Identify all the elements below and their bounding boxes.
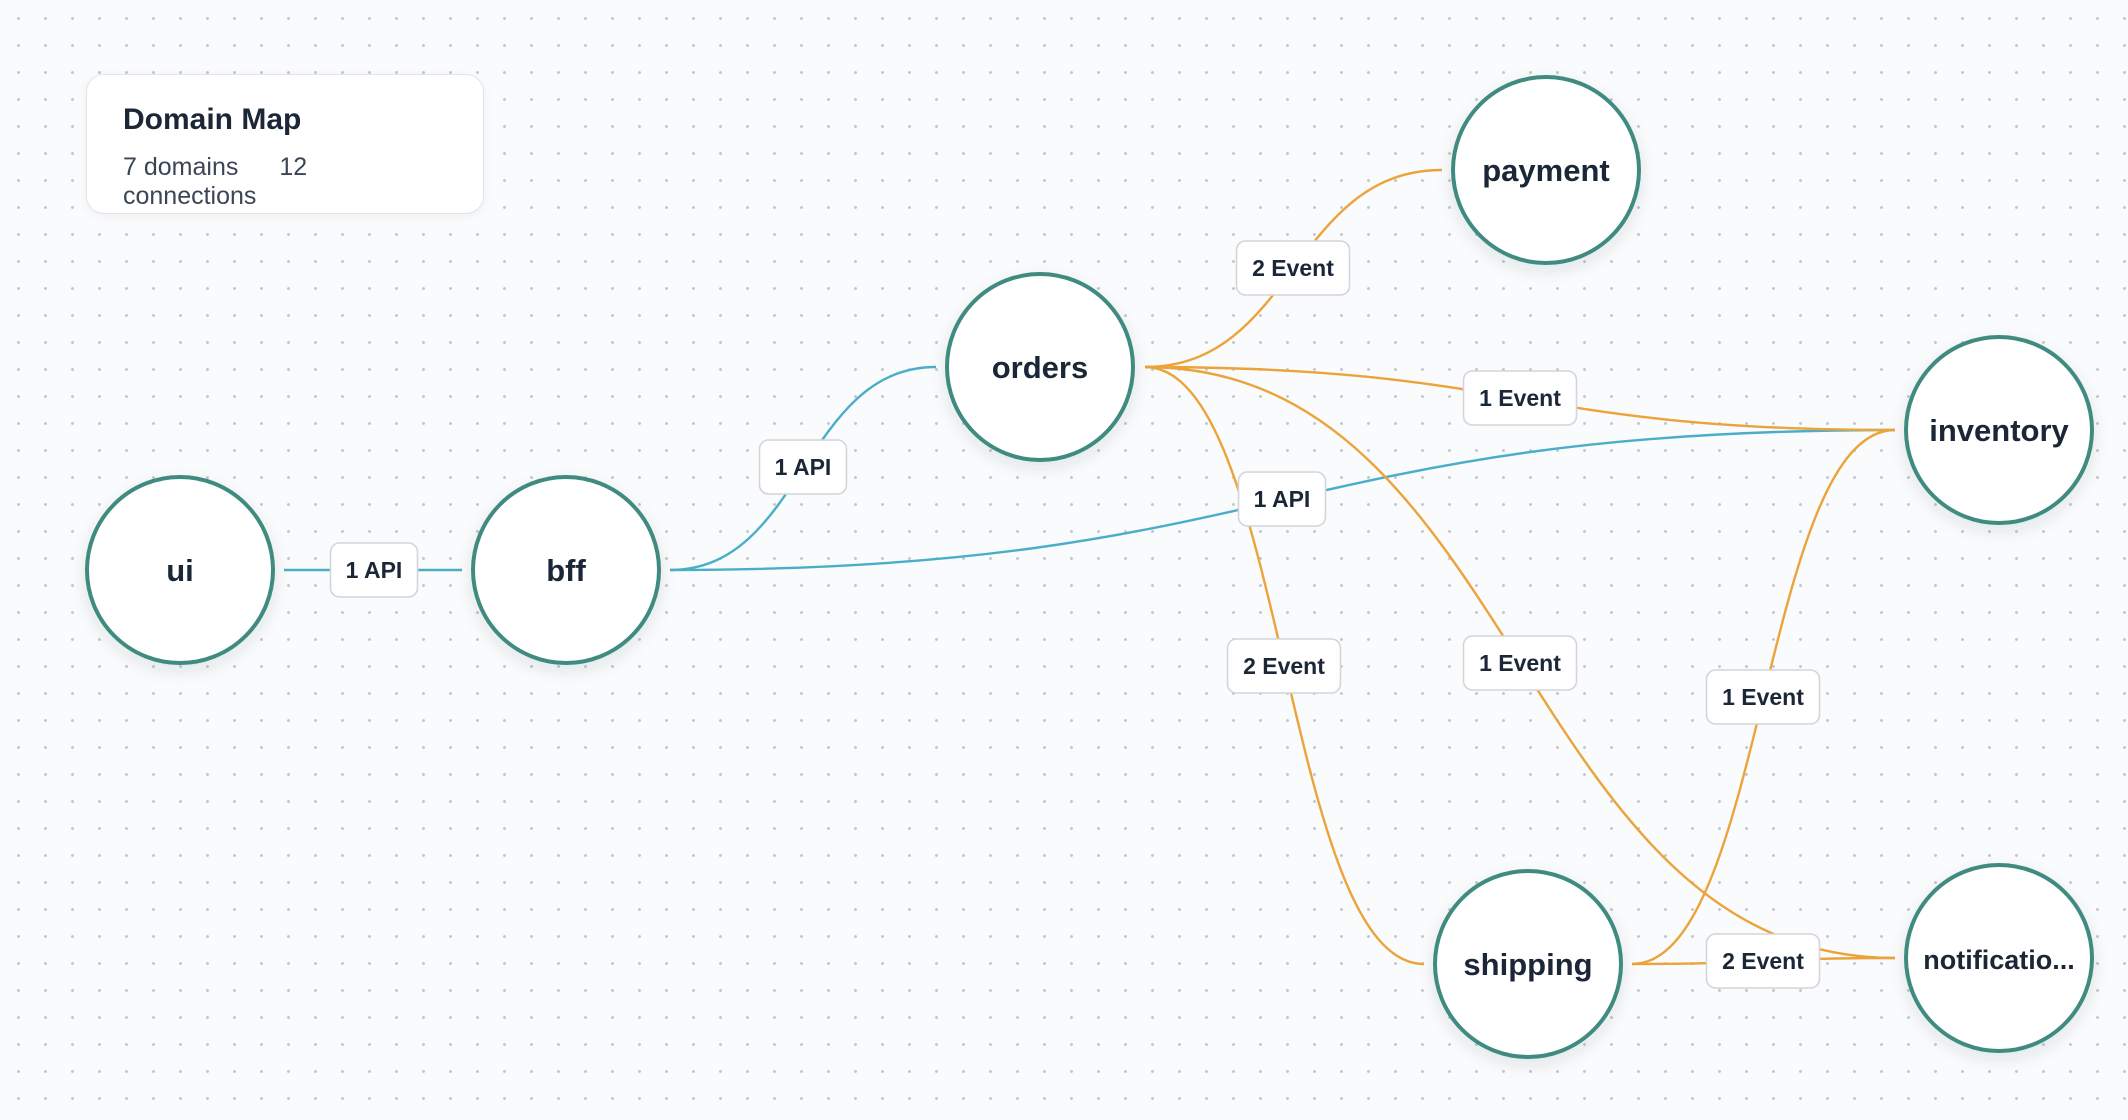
node-circle <box>85 475 275 665</box>
edge-label-bff-to-orders[interactable]: 1 API <box>758 439 848 495</box>
edge-label-orders-to-shipping[interactable]: 2 Event <box>1226 638 1342 694</box>
edge-label-bff-to-inventory[interactable]: 1 API <box>1237 471 1327 527</box>
node-shipping[interactable]: shipping <box>1433 869 1623 1059</box>
edge-label-text: 1 Event <box>1479 385 1561 411</box>
node-label: bff <box>546 553 586 588</box>
node-inventory[interactable]: inventory <box>1904 335 2094 525</box>
node-circle <box>945 272 1135 462</box>
edge-label-text: 2 Event <box>1722 948 1804 974</box>
edge-label-orders-to-inventory[interactable]: 1 Event <box>1462 370 1578 426</box>
edge-label-text: 1 API <box>1254 486 1311 512</box>
node-label: shipping <box>1463 947 1592 982</box>
node-label: orders <box>992 350 1088 385</box>
node-circle <box>1433 869 1623 1059</box>
edge-label-orders-to-payment[interactable]: 2 Event <box>1235 240 1351 296</box>
edge-label-shipping-to-inventory[interactable]: 1 Event <box>1705 669 1821 725</box>
edge-label-shipping-to-notification[interactable]: 2 Event <box>1705 933 1821 989</box>
edge-label-layer: 1 API 1 API 1 API 2 Event 1 Event 2 Event 1 Ev… <box>329 240 1821 989</box>
edge-label-box <box>1462 370 1578 426</box>
edge-label-ui-to-bff[interactable]: 1 API <box>329 542 419 598</box>
connection-count: 12 connections <box>123 153 308 210</box>
edge-label-box <box>1235 240 1351 296</box>
edge-label-box <box>1705 933 1821 989</box>
edge-label-text: 1 API <box>775 454 832 480</box>
edge-label-text: 1 API <box>346 557 403 583</box>
node-layer: ui bff orders payment inventory shipping notif… <box>85 75 2094 1059</box>
edge-label-text: 1 Event <box>1479 650 1561 676</box>
node-ui[interactable]: ui <box>85 475 275 665</box>
edge-label-box <box>1226 638 1342 694</box>
panel-title: Domain Map <box>123 103 302 136</box>
edge-label-box <box>1705 669 1821 725</box>
node-label: ui <box>166 553 194 588</box>
node-circle <box>471 475 661 665</box>
domain-map-panel: Domain Map 7 domains 12 connections <box>86 74 484 214</box>
node-bff[interactable]: bff <box>471 475 661 665</box>
edge-label-orders-to-notification[interactable]: 1 Event <box>1462 635 1578 691</box>
node-label: payment <box>1482 153 1609 188</box>
edge-label-box <box>329 542 419 598</box>
edge-label-text: 2 Event <box>1252 255 1334 281</box>
node-label: notificatio... <box>1923 945 2075 975</box>
node-orders[interactable]: orders <box>945 272 1135 462</box>
node-notification[interactable]: notificatio... <box>1904 863 2094 1053</box>
domain-count: 7 domains <box>123 153 239 181</box>
node-circle <box>1451 75 1641 265</box>
edge-label-box <box>1237 471 1327 527</box>
edge-label-box <box>758 439 848 495</box>
node-circle <box>1904 863 2094 1053</box>
edge-label-box <box>1462 635 1578 691</box>
edge-label-text: 2 Event <box>1243 653 1325 679</box>
node-circle <box>1904 335 2094 525</box>
node-payment[interactable]: payment <box>1451 75 1641 265</box>
panel-stats: 7 domains 12 connections <box>123 153 447 211</box>
node-label: inventory <box>1929 413 2069 448</box>
edge-label-text: 1 Event <box>1722 684 1804 710</box>
